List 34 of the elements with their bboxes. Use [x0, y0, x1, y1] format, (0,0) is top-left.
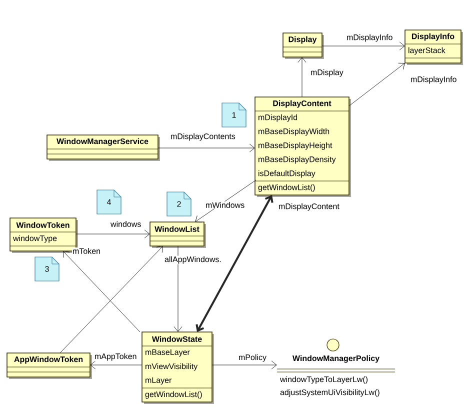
arrow	[196, 195, 274, 332]
arrow	[63, 251, 140, 332]
arrow	[76, 230, 150, 238]
arrow	[322, 42, 405, 50]
arrow	[90, 360, 142, 370]
edge-label: windows	[110, 220, 142, 228]
edge-label: mDisplayContents	[170, 132, 236, 142]
class-box: Display	[282, 32, 324, 59]
edge-label: mDisplayInfo	[346, 34, 394, 42]
class-box: DisplayContent mDisplayId mBaseDisplayWidth mBaseDisplayHeight mBaseDisplayDensity isDefaultDisplay getWindowList()	[254, 96, 351, 197]
arrow	[158, 144, 255, 152]
arrow	[348, 62, 405, 106]
class-box: DisplayInfo layerStack	[404, 30, 463, 65]
arrow	[174, 246, 182, 332]
arrow	[60, 246, 163, 354]
note: 2	[166, 192, 192, 216]
edge-label: mToken	[72, 248, 102, 254]
arrow	[298, 57, 306, 98]
note: 4	[96, 190, 122, 214]
edge-label: mAppToken	[94, 352, 138, 362]
arrow	[195, 180, 256, 222]
class-box: WindowManagerService	[46, 134, 160, 161]
note: 1	[222, 102, 246, 128]
class-box: WindowState mBaseLayer mViewVisibility mLayer getWindowList()	[142, 332, 214, 404]
arrow	[212, 360, 277, 370]
note: 3	[34, 256, 60, 282]
edge-label: mPolicy	[238, 354, 267, 362]
class-box: WindowList	[150, 222, 206, 248]
edge-label: mWindows	[205, 202, 246, 208]
edge-label: mDisplay	[310, 68, 344, 78]
edge-label: mDisplayInfo	[410, 76, 458, 84]
edge-label: mDisplayContent	[278, 202, 340, 212]
class-box: AppWindowToken	[6, 352, 92, 379]
edge-label: allAppWindows.	[164, 256, 222, 264]
